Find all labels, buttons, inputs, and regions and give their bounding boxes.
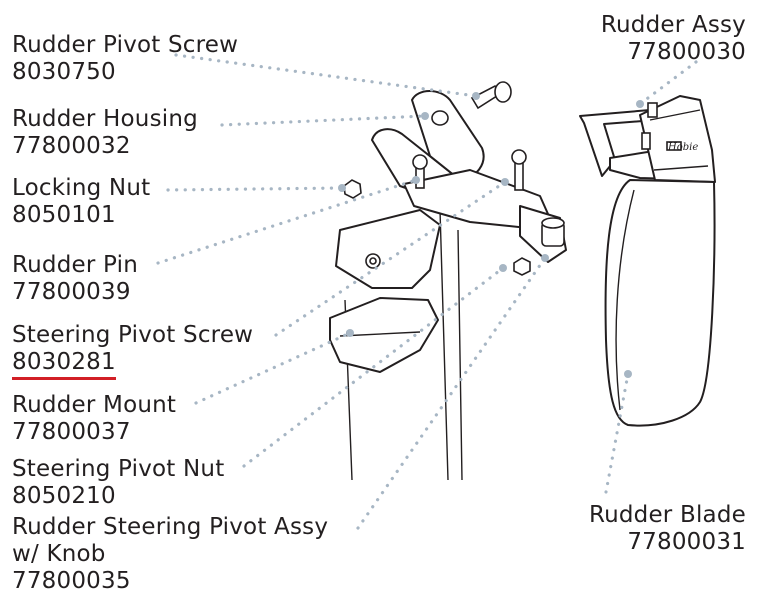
part-name-line1: Rudder Steering Pivot Assy (12, 514, 329, 540)
part-number-highlight-underline (12, 377, 116, 380)
part-name-line2: w/ Knob (12, 541, 106, 567)
part-name: Steering Pivot Screw (12, 322, 254, 348)
part-name: Rudder Mount (12, 392, 177, 418)
leader-rudder-mount (194, 331, 352, 405)
steering-pivot-nut-hardware (513, 257, 531, 276)
part-name: Rudder Blade (588, 502, 746, 528)
part-number: 77800030 (627, 39, 746, 65)
part-name: Rudder Assy (600, 12, 746, 38)
part-number: 77800035 (12, 568, 131, 594)
label-steering-pivot-screw: Steering Pivot Screw 8030281 (12, 322, 253, 376)
pivot-screw-hardware (470, 81, 512, 110)
leader-lines (156, 53, 698, 530)
leader-rudder-assy (638, 60, 698, 106)
leader-rudder-blade (604, 372, 630, 494)
part-name: Rudder Pin (12, 252, 138, 278)
leader-rudder-pivot-screw (174, 53, 478, 98)
brand-logo: Hobie (667, 142, 698, 153)
part-number: 8050210 (12, 483, 116, 509)
part-name: Rudder Housing (12, 106, 198, 132)
label-steering-pivot-nut: Steering Pivot Nut 8050210 (12, 456, 224, 510)
label-locking-nut: Locking Nut 8050101 (12, 175, 150, 229)
locking-nut-hardware (343, 179, 362, 199)
part-number: 8050101 (12, 202, 116, 228)
leader-rudder-housing (220, 114, 427, 127)
rudder-mount-drawing (329, 90, 567, 481)
label-rudder-blade: Rudder Blade 77800031 (589, 502, 746, 556)
part-number: 77800039 (12, 279, 131, 305)
label-rudder-pin: Rudder Pin 77800039 (12, 252, 138, 306)
part-number: 77800032 (12, 133, 131, 159)
part-name: Rudder Pivot Screw (12, 32, 239, 58)
part-number: 77800037 (12, 419, 131, 445)
label-rudder-housing: Rudder Housing 77800032 (12, 106, 198, 160)
part-name: Locking Nut (12, 175, 151, 201)
part-name: Steering Pivot Nut (12, 456, 225, 482)
leader-steering-pivot-nut (242, 266, 505, 468)
label-rudder-steering-pivot-assy: Rudder Steering Pivot Assy w/ Knob 77800… (12, 514, 328, 595)
rudder-assy-drawing: Hobie (579, 95, 716, 427)
label-rudder-mount: Rudder Mount 77800037 (12, 392, 176, 446)
label-rudder-pivot-screw: Rudder Pivot Screw 8030750 (12, 32, 238, 86)
label-rudder-assy: Rudder Assy 77800030 (601, 12, 746, 66)
part-number: 77800031 (627, 529, 746, 555)
part-number: 8030750 (12, 59, 116, 85)
part-number: 8030281 (12, 349, 116, 375)
leader-rudder-steering-pivot-assy (356, 256, 547, 530)
leader-steering-pivot-screw (274, 180, 507, 337)
leader-locking-nut (166, 186, 344, 192)
